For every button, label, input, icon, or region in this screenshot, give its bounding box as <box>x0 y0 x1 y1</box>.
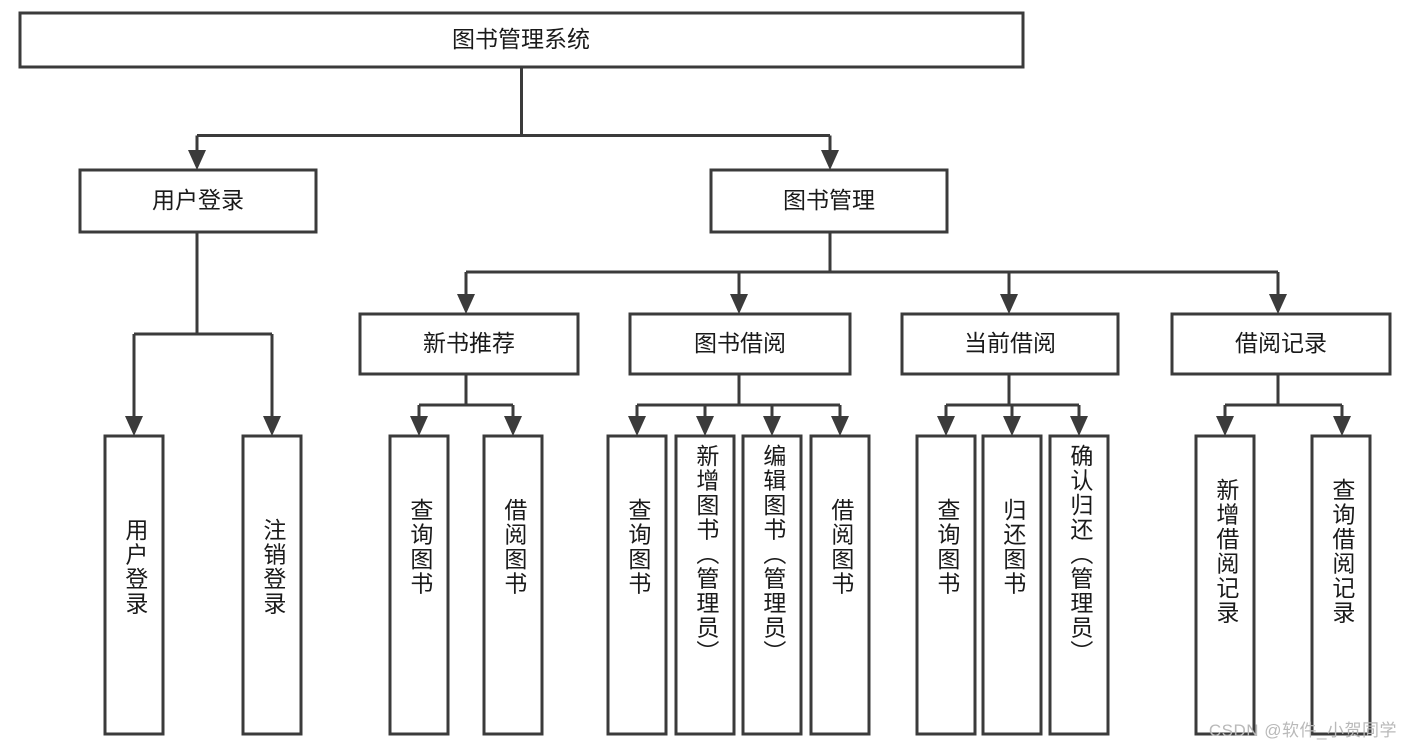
node-label-new-book-recommend: 新书推荐 <box>423 330 515 356</box>
node-box-leaf-edit-book-admin[interactable] <box>741 434 803 736</box>
node-box-leaf-add-book-admin[interactable] <box>674 434 736 736</box>
node-box-leaf-add-borrow-record[interactable] <box>1194 434 1256 736</box>
node-label-current-borrow: 当前借阅 <box>964 330 1056 356</box>
arrowhead-user-login <box>188 150 206 170</box>
edges-userlogin-to-leaves <box>125 232 281 436</box>
node-box-leaf-query-book-3[interactable] <box>915 434 977 736</box>
node-box-book-borrow[interactable] <box>628 312 852 376</box>
node-label-book-management: 图书管理 <box>783 187 875 213</box>
edges-newbook-to-leaves <box>410 374 522 436</box>
node-label-borrow-record: 借阅记录 <box>1235 330 1327 356</box>
arrowhead-leaf-4 <box>504 416 522 436</box>
edges-bookborrow-to-leaves <box>628 374 849 436</box>
edges-root-to-level2 <box>188 67 839 170</box>
node-box-book-management[interactable] <box>709 168 949 234</box>
arrowhead-leaf-3 <box>410 416 428 436</box>
arrowhead-book-mgmt <box>821 150 839 170</box>
node-box-leaf-logout[interactable] <box>241 434 303 736</box>
node-label-root: 图书管理系统 <box>452 26 590 52</box>
arrowhead-borrow-record <box>1269 294 1287 314</box>
node-box-leaf-user-login[interactable] <box>103 434 165 736</box>
arrowhead-leaf-12 <box>1216 416 1234 436</box>
arrowhead-leaf-5 <box>628 416 646 436</box>
arrowhead-leaf-7 <box>763 416 781 436</box>
node-box-leaf-query-book-1[interactable] <box>388 434 450 736</box>
arrowhead-leaf-13 <box>1333 416 1351 436</box>
arrowhead-leaf-8 <box>831 416 849 436</box>
edges-currentborrow-to-leaves <box>937 374 1088 436</box>
edges-bookmgmt-to-level3 <box>457 232 1287 314</box>
arrowhead-book-borrow <box>730 294 748 314</box>
arrowhead-leaf-2 <box>263 416 281 436</box>
arrowhead-leaf-6 <box>696 416 714 436</box>
node-box-borrow-record[interactable] <box>1170 312 1392 376</box>
node-box-leaf-confirm-return-admin[interactable] <box>1048 434 1110 736</box>
node-box-leaf-query-borrow-record[interactable] <box>1310 434 1372 736</box>
node-box-leaf-borrow-book-2[interactable] <box>809 434 871 736</box>
arrowhead-leaf-11 <box>1070 416 1088 436</box>
edges-borrowrecord-to-leaves <box>1216 374 1351 436</box>
node-box-current-borrow[interactable] <box>900 312 1120 376</box>
node-box-root[interactable] <box>18 11 1025 69</box>
watermark-text: CSDN @软件_小贺同学 <box>1208 721 1397 740</box>
node-box-new-book-recommend[interactable] <box>358 312 580 376</box>
node-box-user-login[interactable] <box>78 168 318 234</box>
arrowhead-new-book-rec <box>457 294 475 314</box>
node-label-user-login: 用户登录 <box>152 187 244 213</box>
arrowhead-leaf-10 <box>1003 416 1021 436</box>
arrowhead-current-borrow <box>1000 294 1018 314</box>
arrowhead-leaf-1 <box>125 416 143 436</box>
node-box-leaf-return-book[interactable] <box>981 434 1043 736</box>
node-box-leaf-query-book-2[interactable] <box>606 434 668 736</box>
arrowhead-leaf-9 <box>937 416 955 436</box>
node-label-book-borrow: 图书借阅 <box>694 330 786 356</box>
node-box-leaf-borrow-book-1[interactable] <box>482 434 544 736</box>
